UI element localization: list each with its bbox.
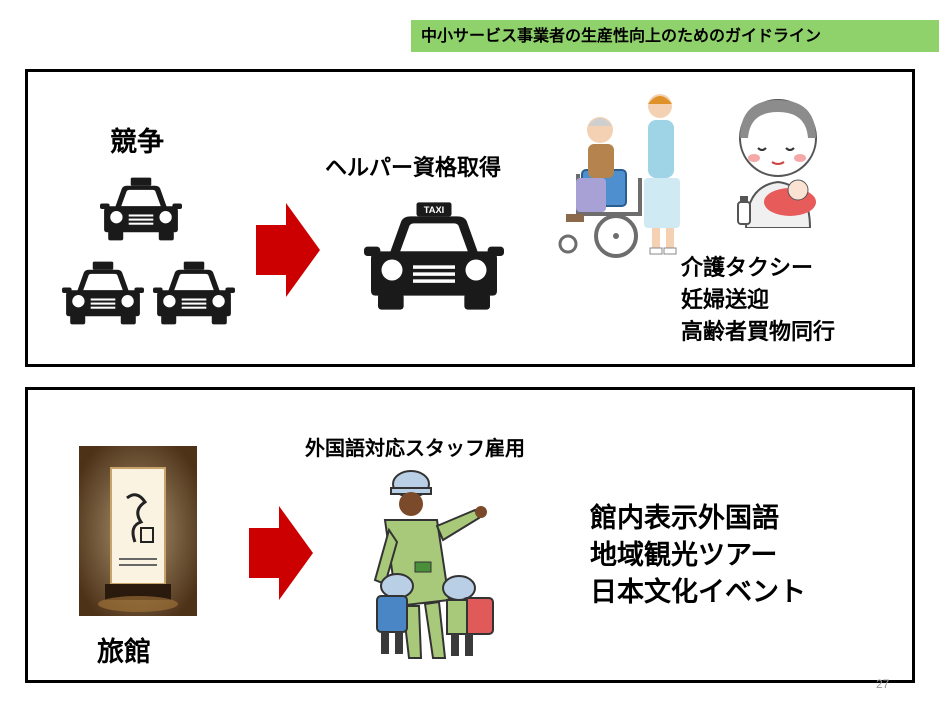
ryokan-label: 旅館	[97, 637, 151, 668]
service-item-pregnant-transport: 妊婦送迎	[681, 288, 770, 313]
taxi-icon-small-2	[62, 261, 144, 325]
taxi-icon-small-1	[100, 177, 182, 241]
taxi-icon-small-3	[153, 261, 235, 325]
taxi-services-list: 介護タクシー 妊婦送迎 高齢者買物同行	[681, 253, 835, 349]
header-title: 中小サービス事業者の生産性向上のためのガイドライン	[421, 26, 822, 45]
arrow-right-icon-top	[256, 203, 320, 297]
mother-baby-illustration	[737, 99, 817, 228]
header-title-badge: 中小サービス事業者の生産性向上のためのガイドライン	[411, 20, 939, 52]
ryokan-services-list: 館内表示外国語 地域観光ツアー 日本文化イベント	[590, 500, 806, 611]
taxi-icon-large: TAXI	[364, 202, 504, 310]
qualification-label: ヘルパー資格取得	[325, 156, 502, 181]
wheelchair-caregiver-illustration	[558, 94, 680, 258]
service-item-japanese-culture-event: 日本文化イベント	[590, 577, 806, 608]
service-item-care-taxi: 介護タクシー	[681, 256, 814, 281]
tour-guide-children-illustration	[373, 470, 494, 659]
competition-label: 競争	[110, 127, 164, 158]
page-number: 27	[876, 677, 890, 691]
ryokan-lantern-photo	[79, 446, 197, 616]
taxi-sign-text: TAXI	[424, 205, 445, 215]
service-item-elderly-shopping: 高齢者買物同行	[681, 320, 836, 345]
service-item-foreign-signage: 館内表示外国語	[590, 503, 779, 534]
hiring-label: 外国語対応スタッフ雇用	[305, 436, 525, 460]
arrow-right-icon-bottom	[249, 506, 313, 600]
service-item-local-tour: 地域観光ツアー	[590, 540, 778, 571]
